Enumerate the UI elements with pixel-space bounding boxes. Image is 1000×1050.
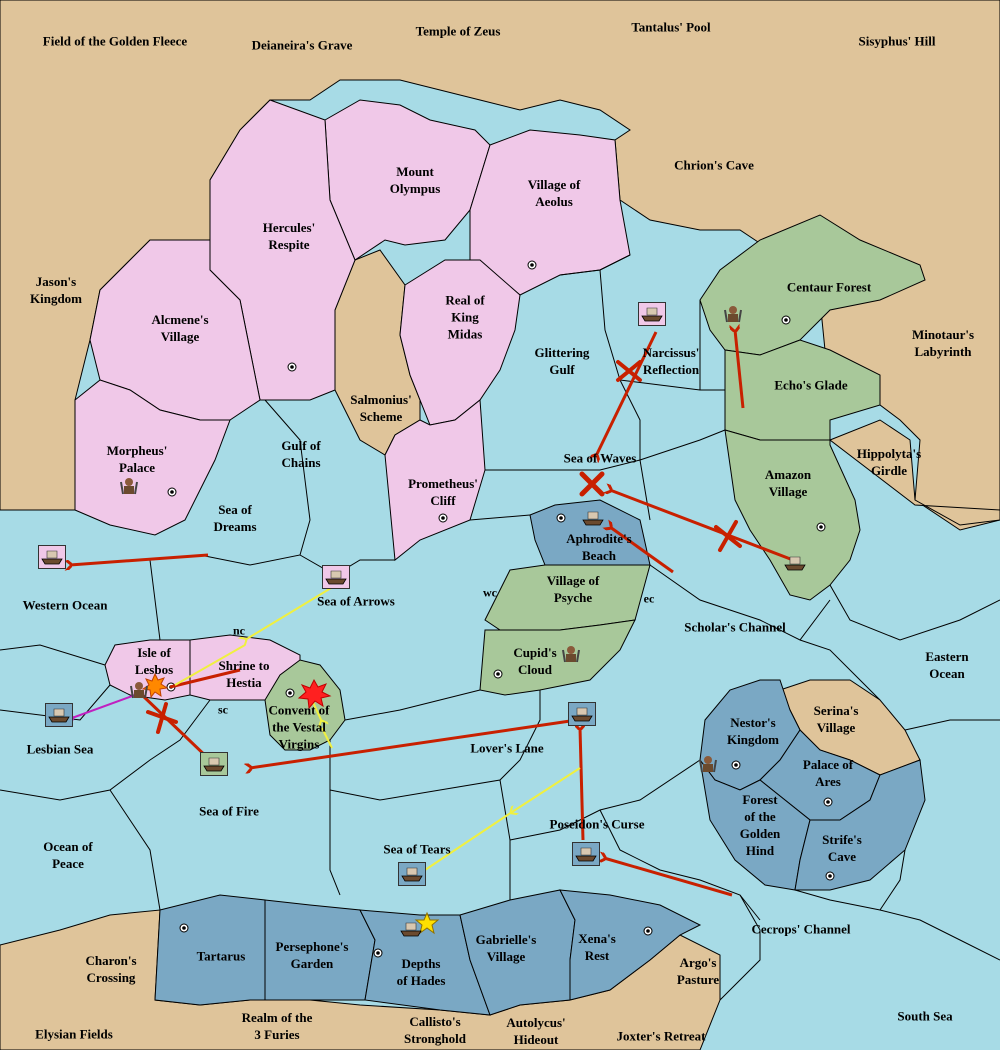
territory-hippolyta — [828, 419, 1000, 526]
fleet-icon — [638, 302, 666, 326]
order-arrows — [70, 330, 794, 897]
coast-label-sc: sc — [218, 702, 228, 717]
territory-king-midas — [399, 259, 521, 426]
fleet-icon — [580, 507, 608, 531]
territory-persephone — [264, 899, 376, 1001]
fleet-icon — [45, 703, 73, 727]
supply-centers — [166, 260, 835, 958]
territory-cupid — [479, 619, 636, 696]
coast-label-nc: nc — [233, 623, 245, 638]
territory-tartarus — [154, 894, 266, 1006]
coast-label-ec: ec — [643, 591, 655, 606]
territory-prometheus — [384, 399, 486, 561]
territory-xena — [559, 889, 702, 1001]
fleet-icon — [398, 862, 426, 886]
fleet-icon — [38, 545, 66, 569]
fleet-icon — [322, 565, 350, 589]
failed-order-markers — [146, 360, 742, 734]
battle-bursts — [141, 672, 440, 935]
army-icon — [724, 306, 742, 323]
fleet-icon — [200, 752, 228, 776]
fleet-icon — [398, 918, 426, 942]
army-icon — [699, 756, 717, 773]
territory-psyche — [484, 564, 651, 631]
army-icon — [130, 682, 148, 699]
fleet-icon — [782, 552, 810, 576]
army-icon — [120, 478, 138, 495]
territory-amazon — [724, 429, 861, 601]
army-icon — [562, 646, 580, 663]
territory-strife — [794, 759, 926, 891]
territory-morpheus — [74, 379, 231, 536]
coast-label-wc: wc — [483, 585, 497, 600]
fleet-icon — [572, 842, 600, 866]
fleet-icon — [568, 702, 596, 726]
